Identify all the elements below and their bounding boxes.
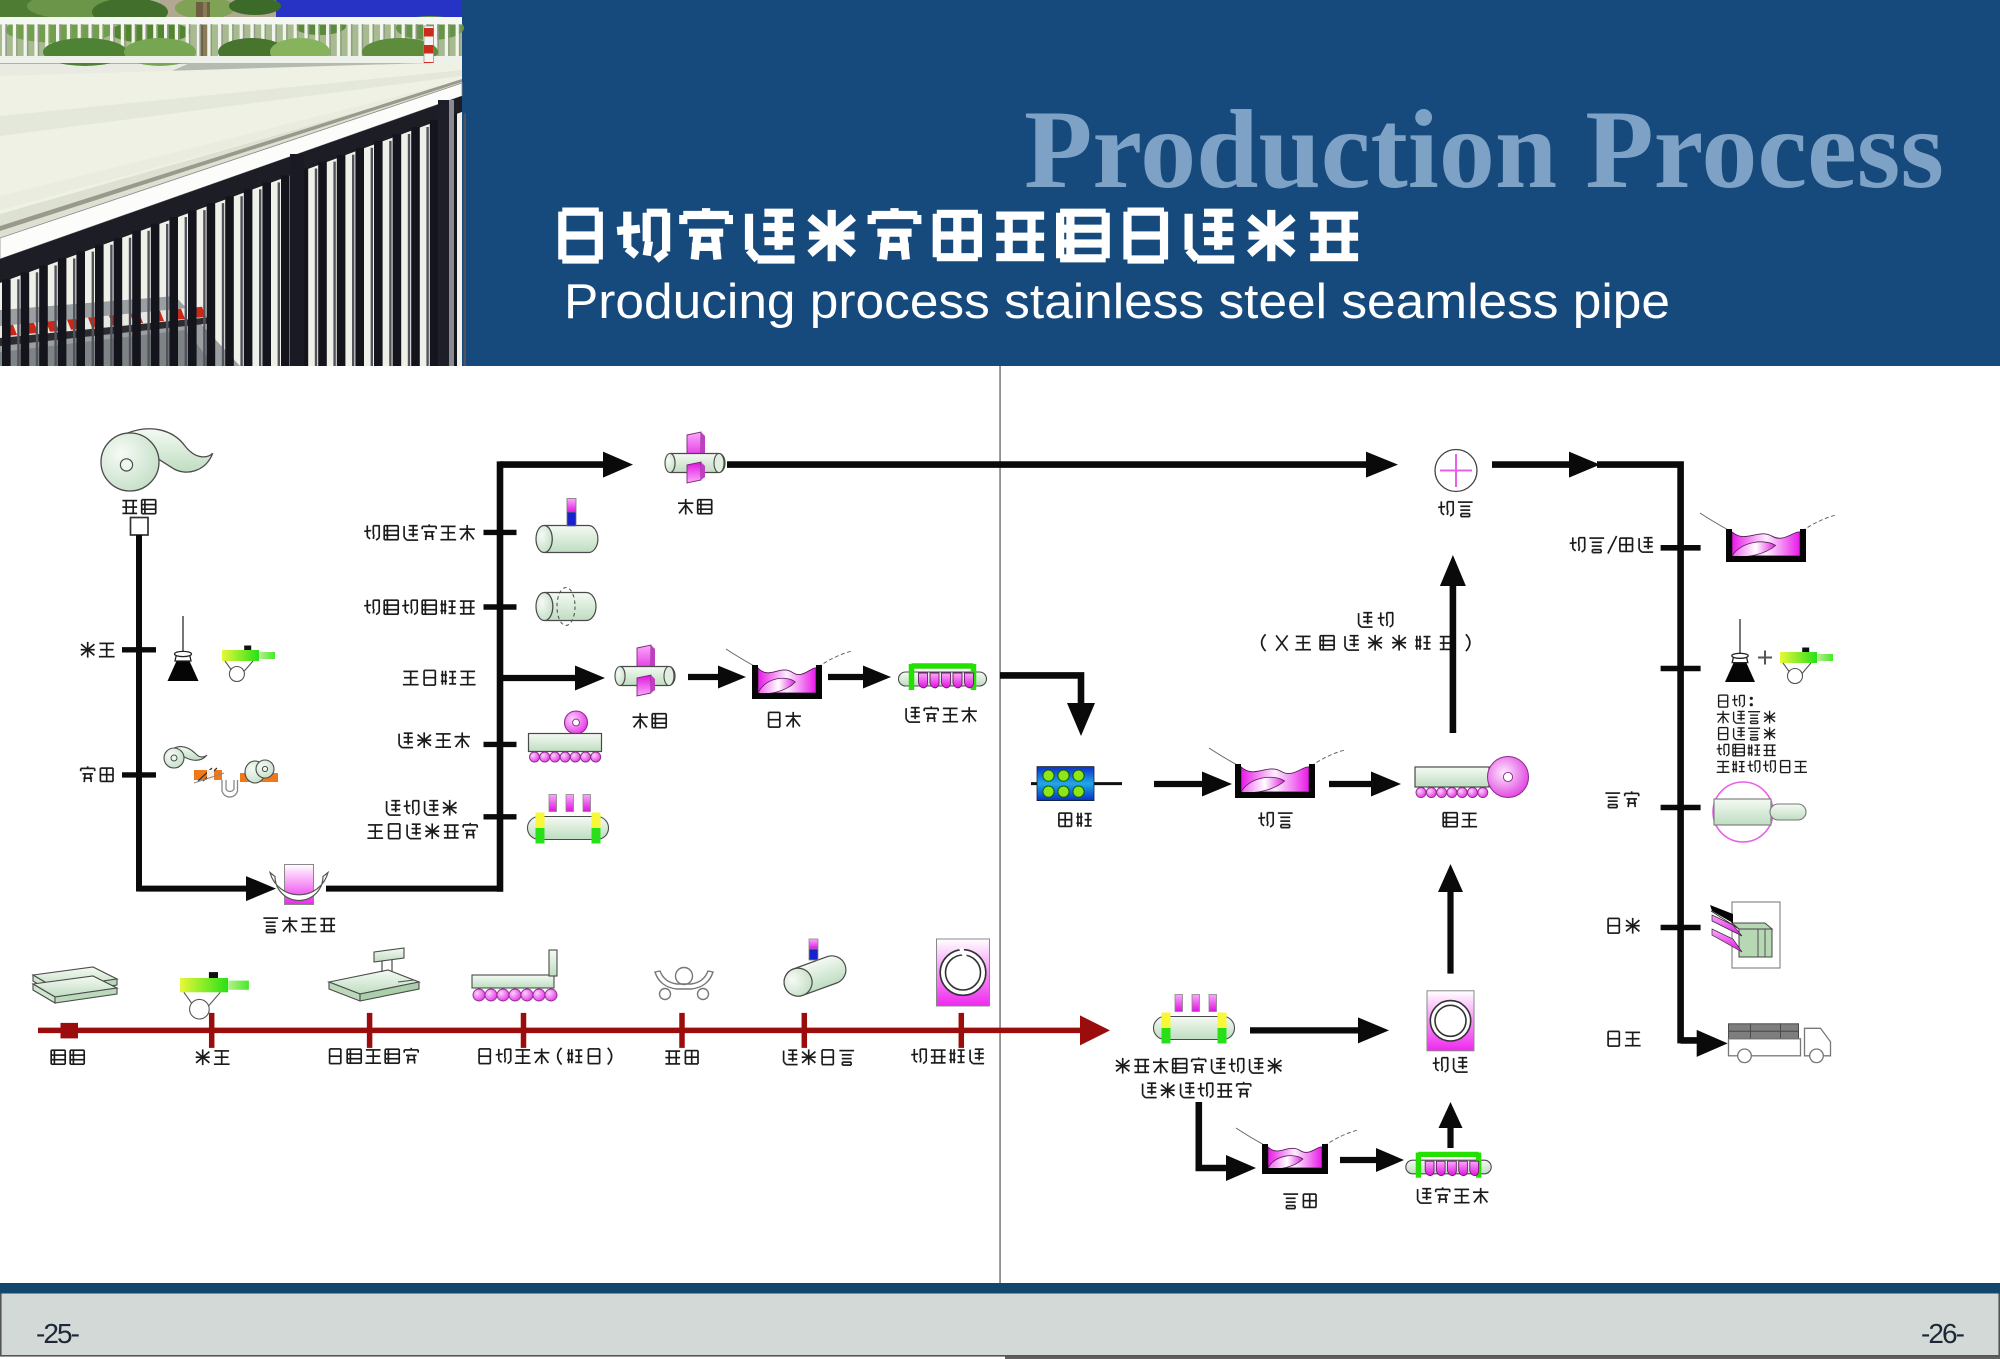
svg-text:Production Process: Production Process <box>1024 88 1944 212</box>
svg-text:Producing process stainless st: Producing process stainless steel seamle… <box>564 275 1670 329</box>
svg-text:-25-: -25- <box>36 1318 80 1349</box>
svg-text:-26-: -26- <box>1921 1318 1965 1349</box>
